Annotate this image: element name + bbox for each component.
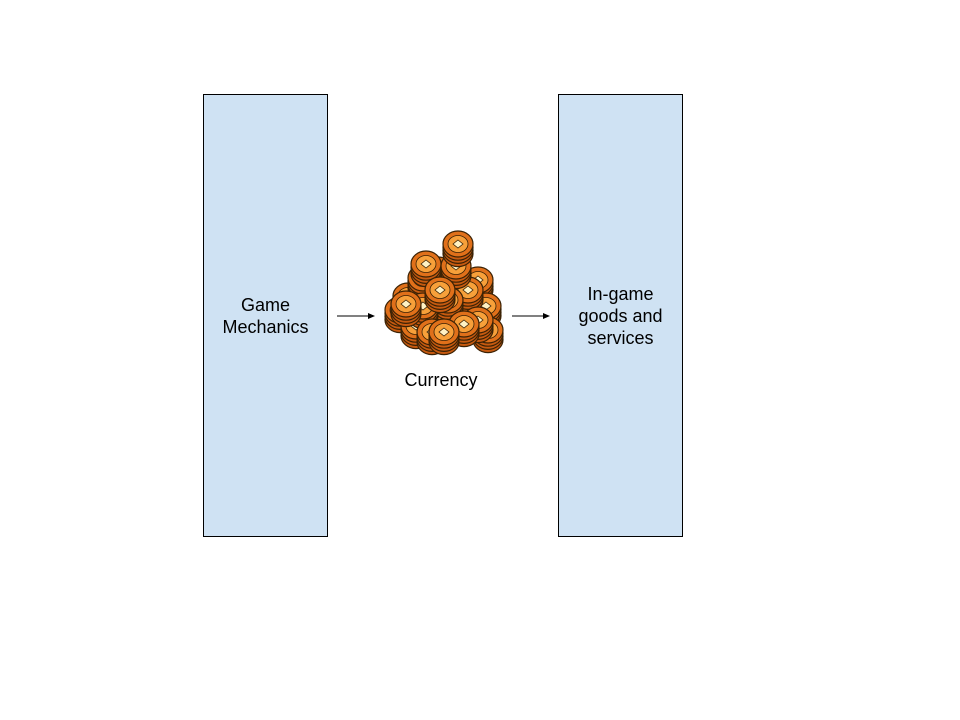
game-mechanics-label: Game Mechanics [222, 294, 309, 337]
game-mechanics-box: Game Mechanics [203, 94, 328, 537]
in-game-goods-box: In-game goods and services [558, 94, 683, 537]
arrow-to-goods [512, 313, 550, 319]
currency-label: Currency [404, 370, 478, 390]
arrow-to-currency [337, 313, 375, 319]
in-game-goods-label: In-game goods and services [578, 283, 663, 348]
coin-pile-icon [384, 230, 504, 356]
